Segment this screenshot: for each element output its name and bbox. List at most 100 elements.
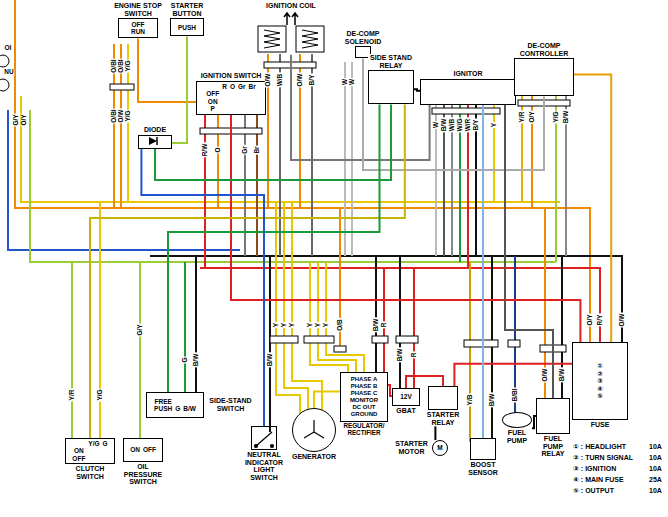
- fuse-legend-text: ① : HEADLIGHT: [572, 443, 627, 450]
- terminal-label: O: [230, 83, 235, 90]
- wire-color-code: Y/R: [69, 389, 76, 402]
- fuse-legend-text: 10A: [648, 465, 663, 472]
- regulator-rectifier: PHASE APHASE BPHASE CMONITORDC OUTGROUND…: [340, 372, 388, 437]
- fuse-box: ①②③④⑤FUSE: [572, 342, 628, 429]
- diode-bar: [156, 137, 158, 145]
- wire: [505, 105, 553, 398]
- wire: [139, 262, 141, 446]
- wire-color-code: B/W: [267, 353, 274, 368]
- component-label: REGULATOR/ RECTIFIER: [340, 423, 388, 437]
- component-body: [138, 135, 172, 149]
- wire: [276, 202, 300, 414]
- wire-color-code: O/Y: [21, 113, 28, 126]
- stator-winding: [304, 420, 324, 438]
- wire-color-code: G/Y: [137, 323, 144, 336]
- terminal-label: ①: [597, 362, 603, 369]
- fuse-legend-text: 10A: [648, 443, 663, 450]
- component-label: BOOST SENSOR: [466, 461, 500, 476]
- component-body: [251, 11, 331, 55]
- component-label: GBAT: [392, 407, 420, 415]
- wire-color-code: Y/B: [467, 394, 474, 407]
- wire-color-code: B/W: [559, 368, 566, 383]
- wire-color-code: W/R: [465, 118, 472, 133]
- component-body: [502, 412, 532, 428]
- ignition-coil: IGNITION COIL: [248, 2, 334, 55]
- wire-color-code: W/B: [449, 118, 456, 133]
- component-body: PHASE APHASE BPHASE CMONITORDC OUTGROUND: [340, 372, 388, 422]
- wire-color-code: R/Y: [597, 314, 604, 327]
- diode: DIODE: [138, 126, 172, 149]
- terminal-label: FREE: [154, 398, 171, 405]
- wire-color-code: O/Y: [587, 313, 594, 326]
- fuse-legend-text: ④ : MAIN FUSE: [572, 476, 625, 483]
- component-body: Y/GGONOFF: [65, 438, 115, 464]
- wire: [454, 364, 572, 386]
- wire: [141, 149, 264, 426]
- wire: [269, 256, 271, 432]
- coupler: [432, 108, 500, 114]
- wire: [195, 256, 197, 400]
- wire: [168, 104, 380, 392]
- indicator-lamp: [0, 55, 9, 67]
- wire: [314, 392, 340, 409]
- wire-color-code: B/W: [489, 393, 496, 408]
- boost-sensor: BOOST SENSOR: [466, 438, 500, 476]
- wire-color-code: B/Y: [473, 119, 480, 132]
- wire: [184, 262, 186, 400]
- coil-body: [296, 26, 324, 52]
- terminal-label: 12V: [400, 393, 412, 400]
- terminal-label: ⑤: [597, 392, 603, 399]
- generator: GENERATOR: [290, 408, 338, 461]
- wire-color-code: O/W: [265, 73, 272, 88]
- terminal-label: RUN: [131, 28, 145, 35]
- coupler: [372, 336, 388, 343]
- wire-color-code: O/Y: [529, 110, 536, 123]
- component-label: OIL PRESSURE SWITCH: [120, 463, 166, 486]
- wire: [521, 90, 523, 202]
- diode-symbol: [149, 137, 157, 145]
- component-label: IGNITION COIL: [248, 2, 334, 10]
- wire-color-code: Y: [307, 322, 314, 328]
- coupler: [508, 340, 520, 347]
- fuse-legend-text: ③ : IGNITION: [572, 465, 617, 472]
- terminal-label: PHASE A: [351, 376, 377, 383]
- wire-color-code: B/W: [373, 318, 380, 333]
- component-label: DIODE: [138, 126, 172, 134]
- starter-relay: STARTER RELAY: [424, 386, 462, 426]
- terminal-label: OFF: [72, 455, 85, 462]
- wire-color-code: R: [411, 352, 418, 359]
- component-body: [536, 398, 570, 434]
- terminal-label: G: [103, 440, 108, 447]
- spark-lead: [284, 13, 298, 25]
- terminal-label: Gr: [238, 83, 246, 90]
- coupler: [464, 340, 498, 347]
- battery: 12V GBAT: [392, 388, 420, 415]
- coil-winding: [302, 30, 318, 48]
- neutral-switch-symbol: [255, 432, 274, 448]
- starter-motor: STARTER MOTORM: [392, 440, 448, 456]
- wire: [172, 36, 187, 143]
- wire-color-code: Y: [273, 322, 280, 328]
- indicator-label: OI: [4, 45, 13, 52]
- terminal-label: MONITOR: [350, 397, 378, 404]
- component-label: STARTER BUTTON: [166, 2, 208, 17]
- component-label: NEUTRAL INDICATOR LIGHT SWITCH: [240, 451, 288, 482]
- wire-color-code: Y/G: [125, 59, 132, 72]
- wire-color-code: O/Bl: [111, 58, 118, 73]
- wire: [375, 256, 377, 376]
- wire-color-code: B/Bl: [512, 388, 519, 403]
- indicator-lamp: [0, 79, 9, 91]
- neutral-switch: NEUTRAL INDICATOR LIGHT SWITCH: [240, 426, 288, 482]
- component-label: FUEL PUMP RELAY: [536, 435, 570, 458]
- wire: [155, 104, 391, 180]
- terminal-label: GROUND: [351, 411, 378, 418]
- wire-color-code: Y: [281, 322, 288, 328]
- wire-color-code: Y: [491, 122, 498, 128]
- coil-winding: [264, 30, 280, 48]
- component-label: IGNITOR: [420, 70, 516, 78]
- wire-color-code: W/B: [277, 73, 284, 88]
- wire-color-code: O/Bl: [111, 108, 118, 123]
- wire-color-code: B/W: [397, 348, 404, 363]
- indicator-label: NU: [3, 69, 14, 76]
- terminal-label: PUSH: [154, 405, 172, 412]
